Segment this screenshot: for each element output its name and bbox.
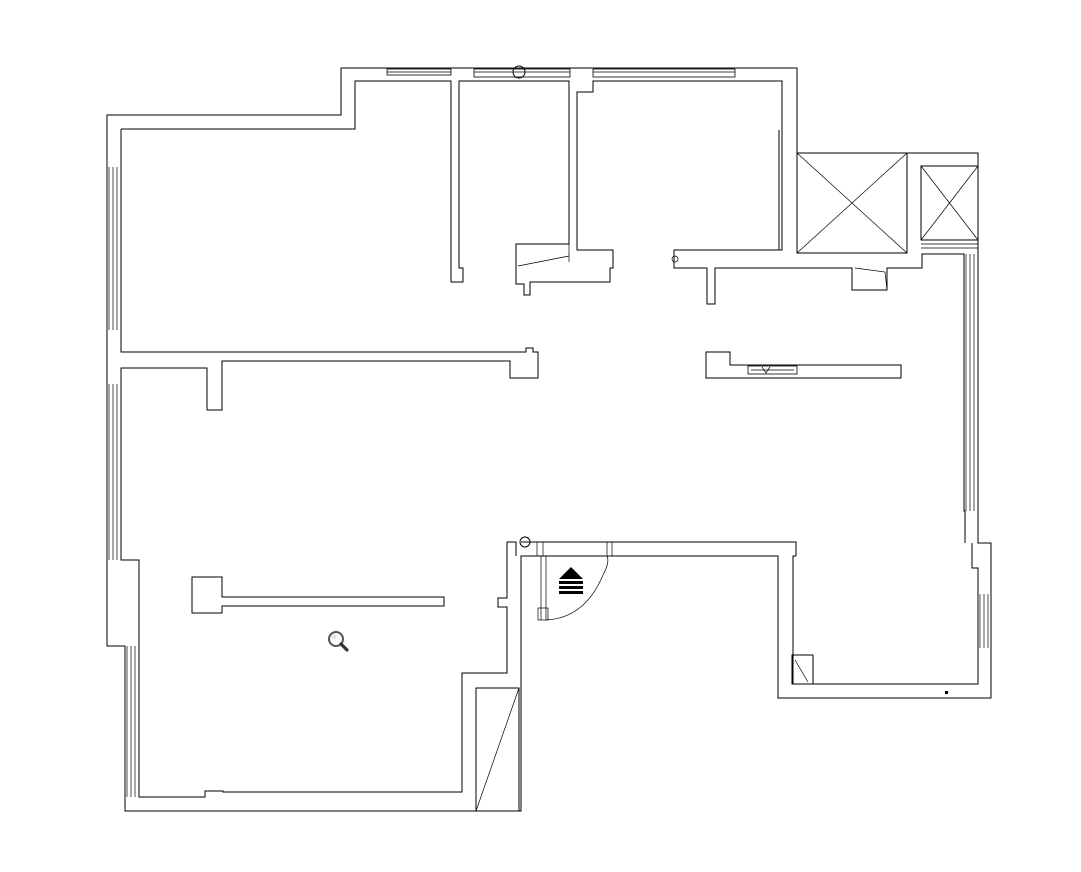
- shaft-diagonal: [475, 687, 520, 812]
- outer-walls: [106, 67, 992, 812]
- window-top-left: [386, 68, 452, 76]
- window-left-lower: [126, 646, 136, 797]
- magnifier-icon[interactable]: [328, 631, 349, 652]
- window-left-upper: [108, 167, 118, 330]
- window-top-right: [592, 68, 736, 78]
- entrance-arrow-icon: [559, 567, 583, 594]
- window-right-tall: [965, 254, 975, 511]
- window-top-center: [473, 65, 571, 79]
- shaft-large: [796, 152, 908, 254]
- window-left-middle: [108, 384, 118, 560]
- door-swing-top: [517, 244, 570, 267]
- partition-right-top: [778, 130, 783, 250]
- shaft-small: [920, 165, 979, 249]
- door-swing-right-top: [671, 255, 888, 291]
- counter-partition: [705, 351, 902, 379]
- corridor-wall: [519, 536, 797, 556]
- partition-lower-left: [191, 576, 445, 614]
- window-right-short: [979, 594, 989, 648]
- room-lower-right: [791, 543, 979, 694]
- entrance-door: [537, 555, 609, 621]
